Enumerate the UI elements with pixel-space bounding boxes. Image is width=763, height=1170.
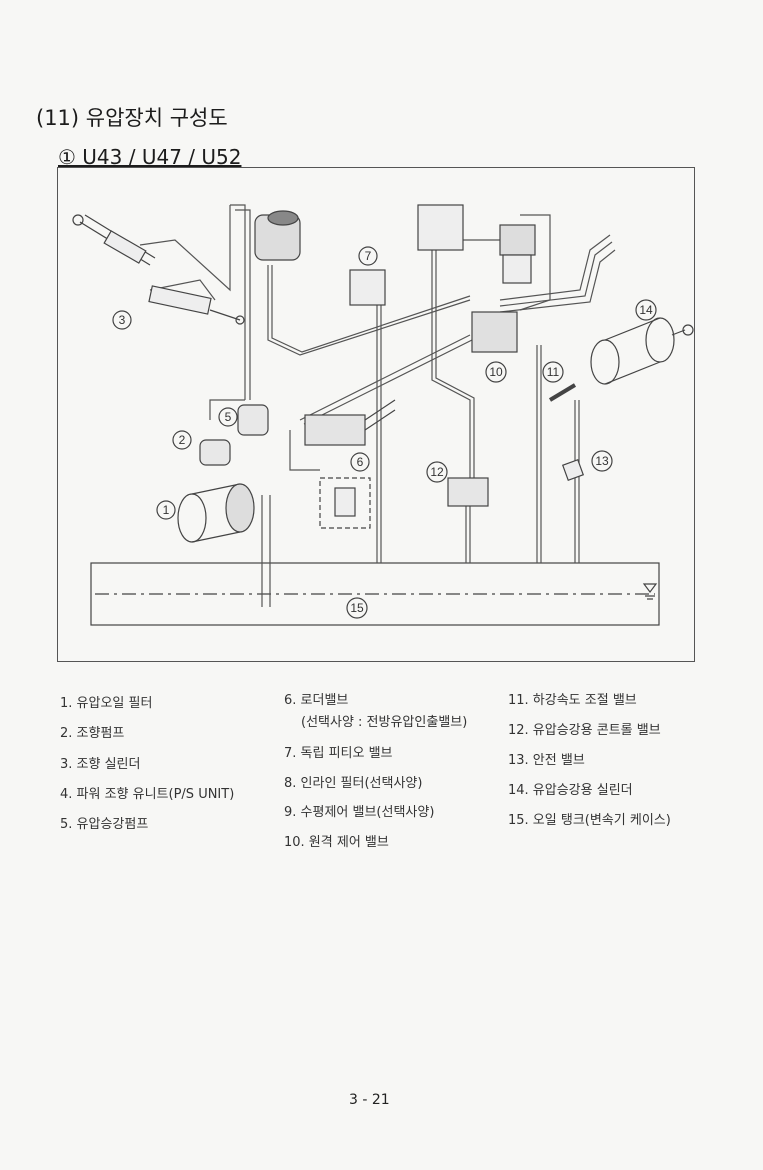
- legend-item-11: 11. 하강속도 조절 밸브: [508, 693, 637, 708]
- svg-text:1: 1: [163, 503, 170, 517]
- legend-item-12: 12. 유압승강용 콘트롤 밸브: [508, 723, 661, 738]
- legend-item-5: 5. 유압승강펌프: [60, 817, 149, 832]
- svg-text:11: 11: [547, 365, 560, 379]
- legend-item-2: 2. 조향펌프: [60, 726, 125, 741]
- svg-text:12: 12: [430, 465, 444, 479]
- legend-item-8: 8. 인라인 필터(선택사양): [284, 776, 423, 791]
- callout-2: 2: [172, 430, 192, 450]
- legend-item-3: 3. 조향 실린더: [60, 757, 141, 772]
- legend-item-6-note: (선택사양 : 전방유압인출밸브): [301, 715, 468, 730]
- legend-item-1: 1. 유압오일 필터: [60, 696, 153, 711]
- callouts: 1 2 3 5 6 7 10 11 12 13 14 15: [112, 246, 657, 619]
- leveling-valve: [417, 204, 536, 284]
- legend-item-15: 15. 오일 탱크(변속기 케이스): [508, 813, 671, 828]
- callout-13: 13: [591, 450, 613, 472]
- safety-valve: [561, 458, 585, 482]
- oil-level-icon: [642, 583, 658, 600]
- legend-item-7: 7. 독립 피티오 밸브: [284, 746, 393, 761]
- pipes: [139, 204, 616, 607]
- loader-valve: [304, 399, 396, 446]
- svg-text:7: 7: [365, 249, 372, 263]
- legend-item-9: 9. 수평제어 밸브(선택사양): [284, 805, 435, 820]
- power-steering-unit: [254, 210, 301, 261]
- hydraulic-diagram: 1 2 3 5 6 7 10 11 12 13 14 15: [72, 204, 694, 626]
- legend-item-14: 14. 유압승강용 실린더: [508, 783, 633, 798]
- callout-10: 10: [485, 361, 507, 383]
- svg-text:3: 3: [119, 313, 126, 327]
- callout-1: 1: [156, 500, 176, 520]
- callout-12: 12: [426, 461, 448, 483]
- callout-14: 14: [635, 299, 657, 321]
- legend-item-10: 10. 원격 제어 밸브: [284, 835, 389, 850]
- diagram-frame: [57, 167, 695, 662]
- remote-control-valve: [471, 311, 518, 353]
- svg-text:6: 6: [357, 455, 364, 469]
- hydraulic-lift-pump: [237, 404, 269, 436]
- callout-5: 5: [218, 407, 238, 427]
- callout-3: 3: [112, 310, 132, 330]
- inline-filter: [319, 477, 371, 529]
- lift-control-valve: [447, 477, 489, 507]
- svg-text:2: 2: [179, 433, 186, 447]
- steering-pump: [199, 439, 231, 466]
- svg-text:15: 15: [350, 601, 364, 615]
- callout-15: 15: [346, 597, 368, 619]
- steering-cylinder: [72, 214, 245, 325]
- page-number: 3 - 21: [349, 1092, 390, 1108]
- down-speed-valve: [548, 383, 577, 402]
- legend-item-13: 13. 안전 밸브: [508, 753, 585, 768]
- model-subtitle: ① U43 / U47 / U52: [58, 145, 242, 169]
- oil-tank: [90, 562, 660, 626]
- legend-item-6: 6. 로더밸브: [284, 693, 349, 708]
- oil-filter: [177, 483, 255, 543]
- section-title: (11) 유압장치 구성도: [36, 106, 228, 130]
- svg-text:14: 14: [639, 303, 653, 317]
- svg-text:13: 13: [595, 454, 609, 468]
- independent-pto-valve: [349, 269, 386, 306]
- svg-text:10: 10: [489, 365, 503, 379]
- callout-7: 7: [358, 246, 378, 266]
- legend-item-4: 4. 파워 조향 유니트(P/S UNIT): [60, 787, 235, 802]
- svg-text:5: 5: [225, 410, 232, 424]
- callout-11: 11: [542, 361, 564, 383]
- lift-cylinder: [590, 317, 694, 385]
- callout-6: 6: [350, 452, 370, 472]
